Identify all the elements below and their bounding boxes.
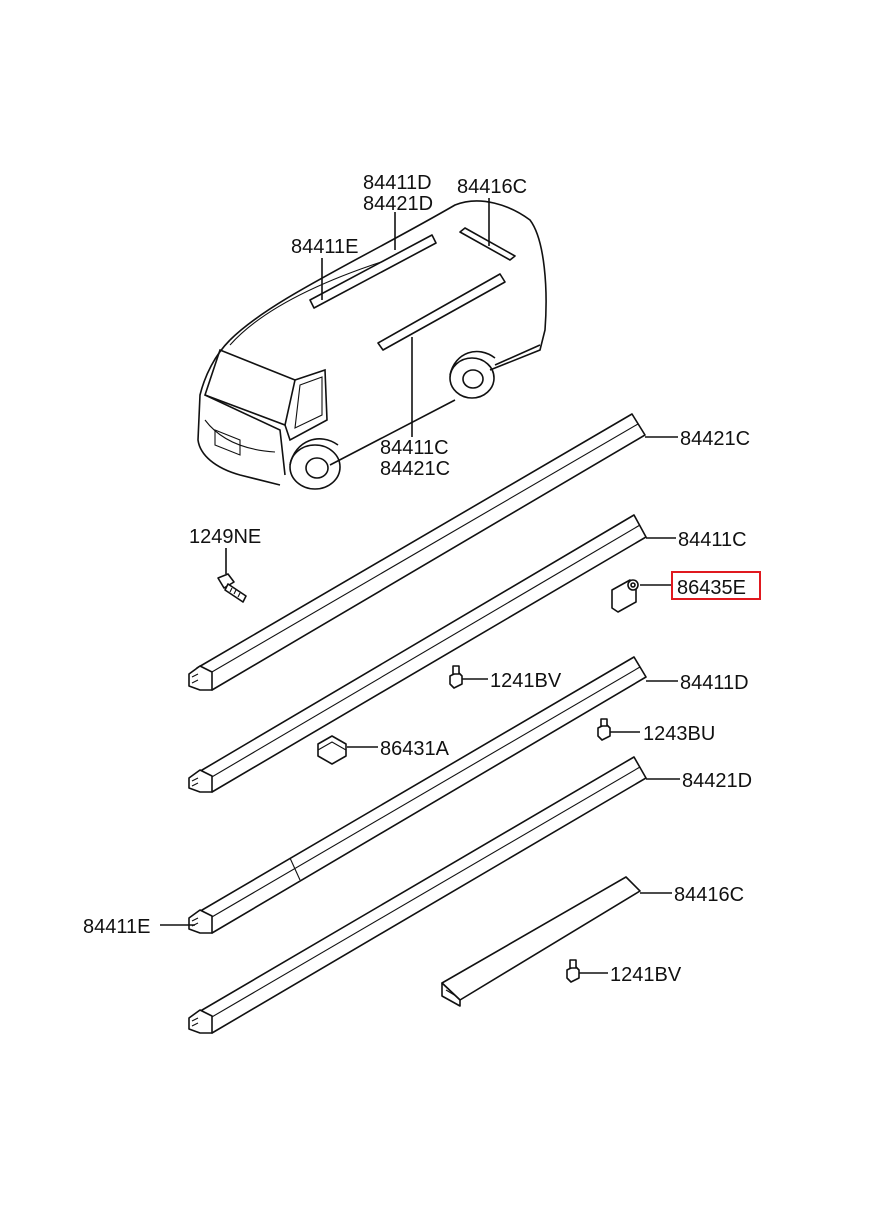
clip-icon: [449, 665, 463, 689]
highlight-box: [671, 571, 761, 600]
roof-moulding-strip-icon: [188, 413, 646, 691]
roof-moulding-strip-icon: [188, 656, 647, 934]
roof-moulding-strip-icon: [188, 514, 647, 793]
label-84411C: 84411C: [678, 529, 747, 551]
label-84416C-van: 84416C: [457, 176, 527, 198]
bracket-icon: [611, 579, 639, 613]
clip-icon: [597, 718, 611, 741]
label-84421C-van: 84421C: [380, 458, 450, 480]
label-84411D: 84411D: [680, 672, 749, 694]
roof-moulding-strip-icon: [188, 756, 647, 1034]
label-84411E-van: 84411E: [291, 236, 358, 258]
label-84411E: 84411E: [83, 916, 150, 938]
label-84416C: 84416C: [674, 884, 744, 906]
van-outline-icon: [197, 200, 547, 490]
label-84411D-van: 84411D: [363, 172, 432, 194]
label-84421D: 84421D: [682, 770, 752, 792]
label-86431A: 86431A: [380, 738, 450, 760]
label-1241BV: 1241BV: [490, 670, 562, 692]
clip-icon: [566, 959, 580, 983]
label-84421D-van: 84421D: [363, 193, 433, 215]
label-86435E: 86435E: [677, 577, 746, 599]
label-1241BV: 1241BV: [610, 964, 682, 986]
clip-icon: [317, 735, 347, 765]
label-1249NE: 1249NE: [189, 526, 261, 548]
screw-icon: [217, 573, 247, 603]
label-84421C: 84421C: [680, 428, 750, 450]
label-1243BU: 1243BU: [643, 723, 715, 745]
end-cap-icon: [441, 876, 641, 1007]
label-84411C-van: 84411C: [380, 437, 449, 459]
